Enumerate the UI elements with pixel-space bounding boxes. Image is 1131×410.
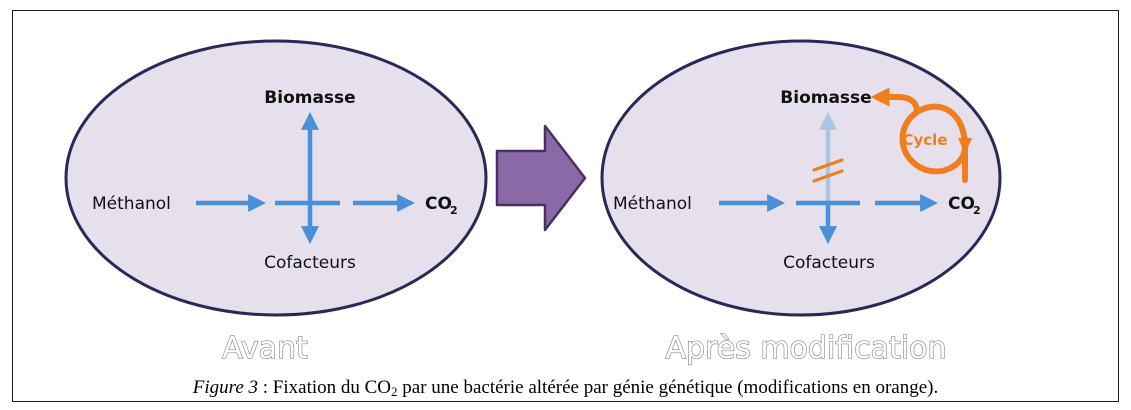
cell-after-membrane	[600, 39, 1002, 317]
cell-before: Méthanol Biomasse Cofacteurs CO 2	[64, 39, 488, 317]
after-top-label: Biomasse	[780, 88, 871, 108]
before-output-label: CO	[425, 194, 452, 214]
block-mark-2	[812, 169, 844, 183]
cycle-to-biomass	[870, 87, 920, 115]
before-bottom-label: Cofacteurs	[264, 253, 356, 273]
before-output-subscript: 2	[450, 204, 458, 217]
cell-after: Cycle Méthanol Biomasse Cofacteurs CO 2	[600, 39, 1002, 317]
figure-caption-subscript: 2	[391, 384, 398, 399]
after-caption: Après modification	[665, 331, 946, 366]
before-top-label: Biomasse	[264, 88, 355, 108]
after-bottom-label: Cofacteurs	[783, 253, 875, 273]
cycle-arrowhead	[958, 138, 972, 154]
after-output-label: CO	[948, 194, 975, 214]
cell-before-membrane	[64, 39, 488, 317]
block-mark-1	[812, 158, 844, 172]
before-caption: Avant	[222, 331, 308, 366]
cycle-loop	[899, 103, 968, 175]
after-output-subscript: 2	[973, 204, 981, 217]
cycle-label: Cycle	[903, 131, 948, 149]
figure-caption-text-1: : Fixation du CO	[258, 377, 392, 398]
figure-frame	[12, 10, 1119, 402]
diagram: Méthanol Biomasse Cofacteurs CO 2 Cycle …	[64, 39, 1002, 367]
figure-caption-text-2: par une bactérie altérée par génie génét…	[397, 377, 939, 398]
after-input-label: Méthanol	[613, 194, 692, 214]
before-input-label: Méthanol	[92, 194, 171, 214]
transition-arrow	[495, 124, 587, 232]
figure-caption: Figure 3 : Fixation du CO2 par une bacté…	[0, 377, 1131, 399]
figure-caption-label: Figure 3	[192, 377, 259, 398]
